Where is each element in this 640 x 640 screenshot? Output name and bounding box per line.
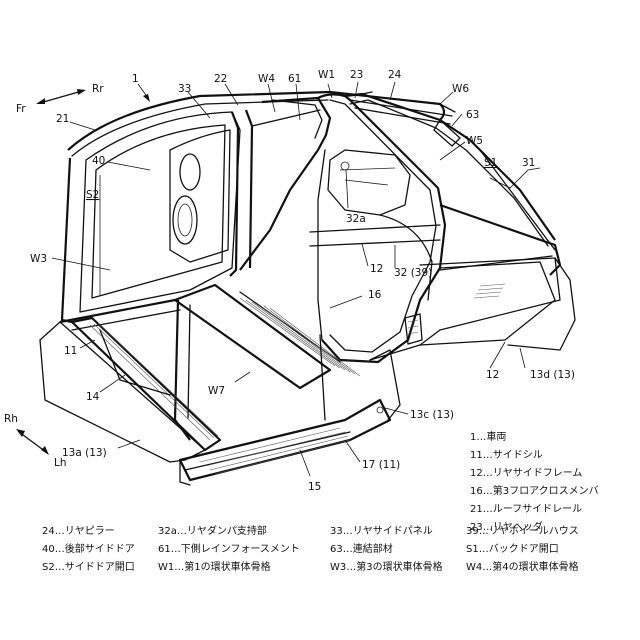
label-12-lower: 12: [486, 369, 499, 381]
label-w4: W4: [258, 73, 275, 85]
label-40: 40: [92, 155, 105, 167]
label-w6: W6: [452, 83, 469, 95]
label-16: 16: [368, 289, 382, 301]
label-32a: 32a: [346, 213, 366, 225]
label-11: 11: [64, 345, 77, 357]
figure-number-arrow: [137, 83, 150, 102]
rear-side-door-panel: [169, 129, 231, 263]
rear-floor-panel: [419, 261, 556, 346]
side-sill-11: [59, 298, 222, 452]
label-s2: S2: [86, 189, 99, 201]
label-12-upper: 12: [370, 263, 383, 275]
label-w5: W5: [466, 135, 483, 147]
floor-front-panel: [39, 321, 206, 463]
rear-label: Rr: [92, 83, 104, 95]
label-33: 33: [178, 83, 191, 95]
label-24: 24: [388, 69, 402, 81]
front-label: Fr: [16, 103, 26, 115]
label-13c: 13c (13): [410, 409, 454, 421]
leader-lines: [51, 81, 541, 477]
figure-number-label: 1: [132, 73, 139, 85]
label-17: 17 (11): [362, 459, 400, 471]
label-14: 14: [86, 391, 100, 403]
label-w1: W1: [318, 69, 335, 81]
left-label: Lh: [54, 457, 67, 469]
label-15: 15: [308, 481, 321, 493]
rear-damper-support: [327, 149, 411, 216]
label-32-39: 32 (39): [394, 267, 432, 279]
floor-cross-member-16: [173, 283, 423, 390]
back-door-opening: [439, 139, 562, 276]
label-31: 31: [522, 157, 535, 169]
rear-frame-13c: [369, 349, 401, 421]
label-w7: W7: [208, 385, 225, 397]
front-rear-arrow: [36, 89, 86, 104]
rear-pillar: [344, 91, 556, 247]
label-63: 63: [466, 109, 479, 121]
label-w3: W3: [30, 253, 47, 265]
side-sill-17: [178, 398, 392, 486]
rear-header: [349, 99, 453, 125]
label-61: 61: [288, 73, 301, 85]
ring-frame-w4: [229, 96, 332, 277]
rear-wheel-house: [379, 214, 433, 301]
right-left-arrow: [16, 429, 49, 455]
label-13d: 13d (13): [530, 369, 575, 381]
label-22: 22: [214, 73, 227, 85]
right-label: Rh: [4, 413, 18, 425]
label-21: 21: [56, 113, 69, 125]
label-13a: 13a (13): [62, 447, 107, 459]
label-s1: S1: [484, 157, 497, 169]
connecting-member-63: [433, 119, 461, 147]
label-23: 23: [350, 69, 363, 81]
